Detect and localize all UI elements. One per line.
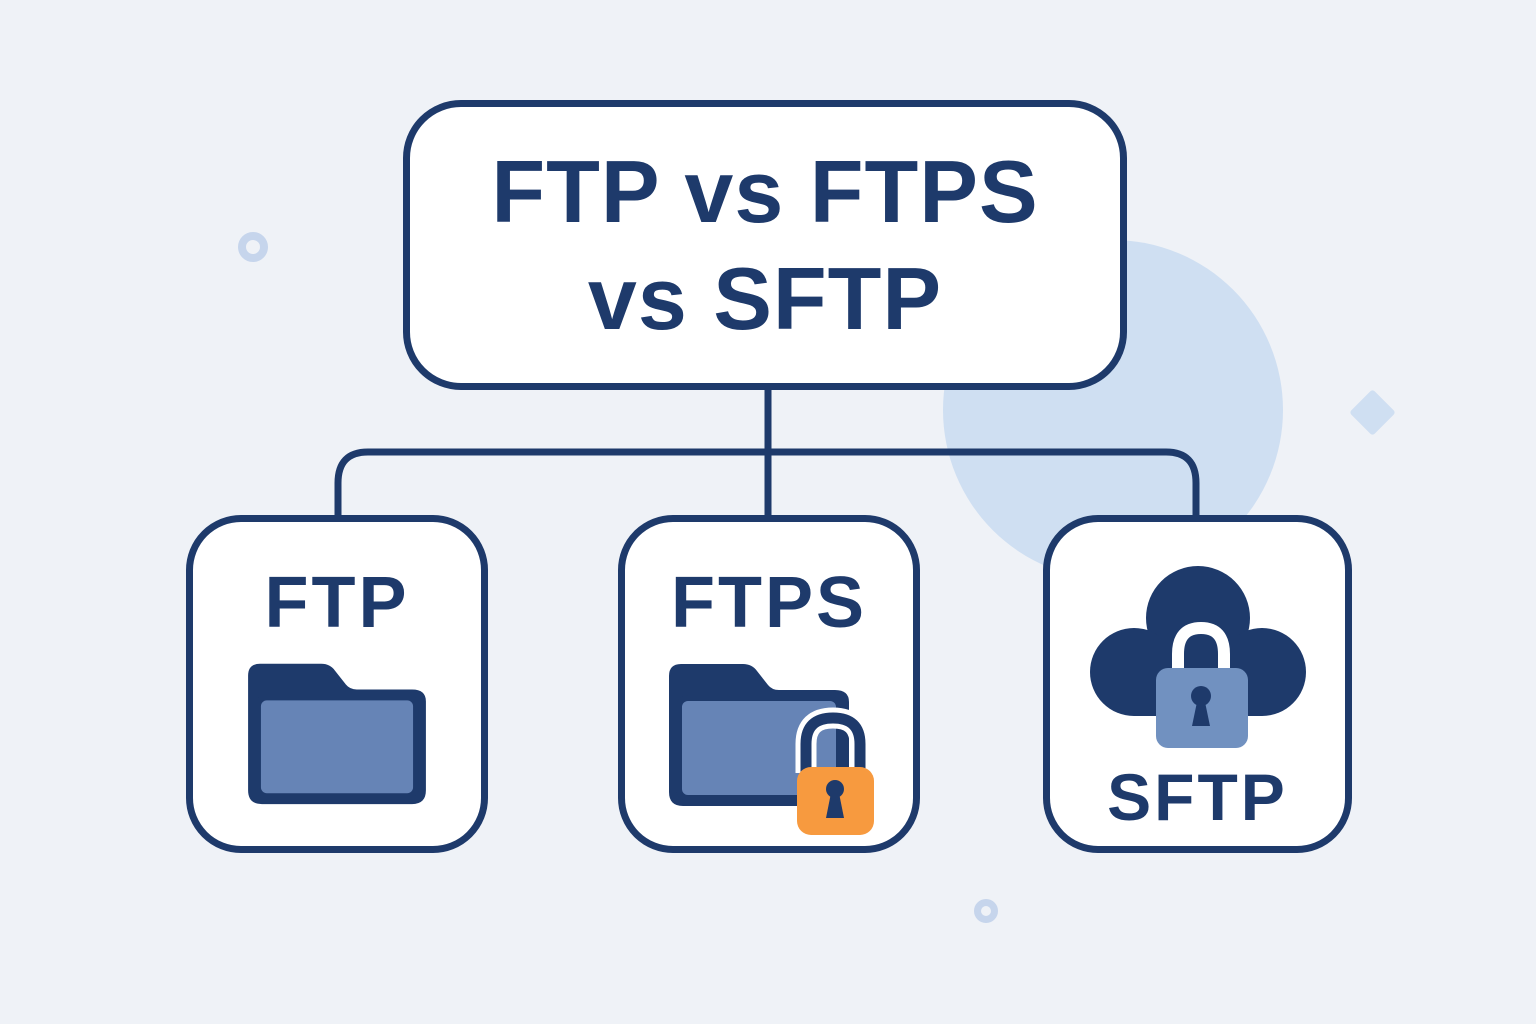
decor-ring-bottom [974, 899, 998, 923]
node-sftp-label: SFTP [1107, 760, 1288, 834]
folder-lock-icon [669, 663, 874, 835]
node-ftp-label: FTP [264, 563, 410, 643]
lock-shackle [800, 712, 866, 773]
lock-shackle [1171, 621, 1230, 674]
title-line-1: FTP vs FTPS [491, 141, 1039, 241]
node-ftps: FTPS [618, 515, 920, 853]
keyhole-stem [1191, 702, 1210, 726]
title-box: FTP vs FTPS vs SFTP [403, 100, 1127, 390]
node-ftp: FTP [186, 515, 488, 853]
folder-front-panel [255, 694, 419, 799]
title-line-2: vs SFTP [587, 249, 943, 348]
node-ftps-label: FTPS [670, 563, 867, 643]
keyhole-icon [826, 779, 844, 798]
connector-branch-rail [334, 448, 1200, 520]
decor-ring-top-left [238, 232, 268, 262]
node-sftp: SFTP [1043, 515, 1352, 853]
keyhole-stem [826, 792, 844, 818]
keyhole-icon [1190, 686, 1211, 706]
cloud-lock-icon [1089, 566, 1306, 748]
folder-icon [248, 663, 426, 804]
